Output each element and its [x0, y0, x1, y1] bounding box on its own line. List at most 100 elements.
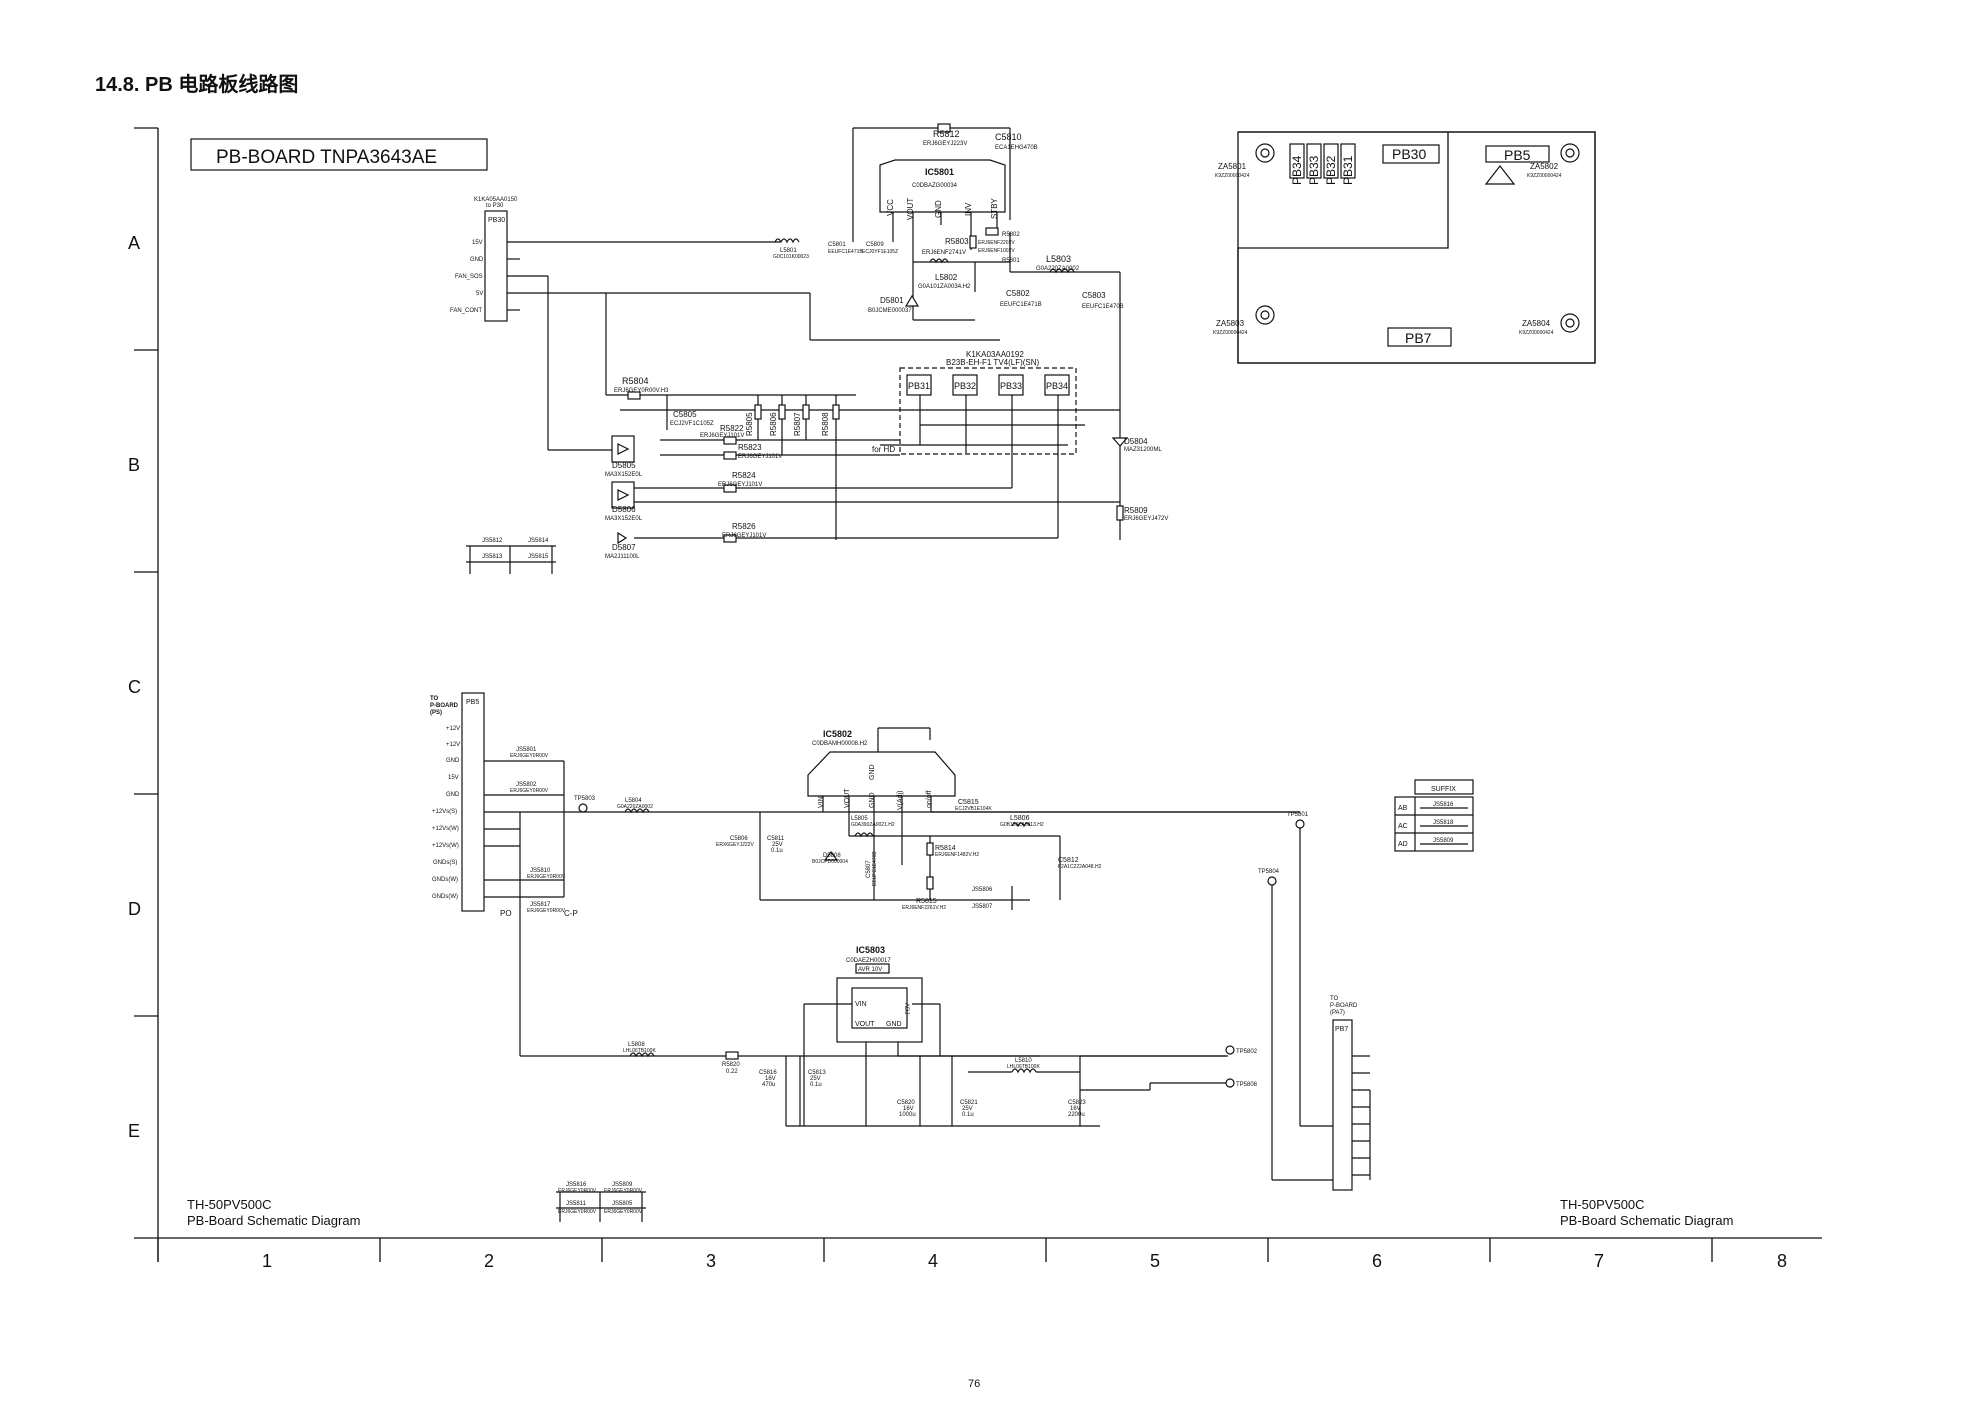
pb5-pin-9: GNDs(S)	[433, 860, 457, 866]
bv-pb30: PB30	[1392, 146, 1426, 162]
col-label-1: 1	[262, 1251, 272, 1271]
ic5803-part: C0DAEZH00017	[846, 958, 891, 964]
r5815-val: ERJ6ENF2261V.H2	[902, 905, 946, 911]
za5803-part: K9ZZ00000424	[1213, 330, 1248, 336]
c5806-ref: C5806	[730, 836, 748, 842]
bottom-parts: L5808 LHL06TB100K R5820 0.22 C5816 16V 4…	[623, 1042, 1226, 1127]
l5802-val: G0A101ZA0034.H2	[918, 284, 971, 290]
c5801-ref: C5801	[828, 242, 846, 248]
js5806-ref: JS5806	[972, 887, 993, 893]
ic5803-pin-vin: VIN	[855, 1001, 867, 1008]
c5823-ref: C5823	[1068, 1100, 1086, 1106]
r5802-val: ERJ6ENF2202V	[978, 240, 1015, 246]
hd-for-label: for HD	[872, 445, 895, 454]
c5816-ref: C5816	[759, 1070, 777, 1076]
board-view: ZA5801 K9ZZ00000424 ZA5802 K9ZZ00000424 …	[1213, 131, 1596, 364]
za5803-ref: ZA5803	[1216, 319, 1245, 328]
connector-pb5: TO P-BOARD (PS) PB5 +12V +12V GND 15V GN…	[430, 692, 1300, 1057]
l5808-val: LHL06TB100K	[623, 1048, 656, 1054]
l5806-val: G0B150ZA0013.H2	[1000, 822, 1044, 828]
ic5803-pin-adj: ADJ	[903, 1003, 909, 1014]
pb5-pin-7: +12Vs(W)	[432, 826, 459, 832]
col-label-6: 6	[1372, 1251, 1382, 1271]
pb5-po: PO	[500, 909, 512, 918]
pb5-pin-2: +12V	[446, 742, 460, 748]
l5804-val: G0A220ZA0002	[617, 804, 653, 810]
pb5-name: PB5	[466, 699, 479, 706]
pb5-to3: (PS)	[430, 710, 442, 716]
ic5801-ref: IC5801	[925, 167, 954, 177]
footer-right-caption: PB-Board Schematic Diagram	[1560, 1213, 1733, 1228]
row-labels: A B C D E	[128, 233, 141, 1141]
ic5802-ref: IC5802	[823, 729, 852, 739]
c5812-ref: C5812	[1058, 857, 1079, 864]
l5801-val: G0C101K00023	[773, 254, 809, 260]
js5801-val: ERJ6GEY0R00V	[510, 753, 549, 759]
r5824-ref: R5824	[732, 471, 756, 480]
d5806-val: MA3X152E0L	[605, 516, 643, 522]
row-label-e: E	[128, 1121, 140, 1141]
c5805-ref: C5805	[673, 410, 697, 419]
grid-frame	[134, 127, 1822, 1262]
hd-note: B23B-EH-F1 TV4(LF)(SN)	[946, 358, 1040, 367]
za5804-part: K9ZZ00000424	[1519, 330, 1554, 336]
d5808-val: B0JCPD000004	[812, 859, 848, 865]
bv-pb5: PB5	[1504, 147, 1531, 163]
warning-icon	[1484, 165, 1516, 185]
pb5-cp: C-P	[564, 909, 578, 918]
js5807-ref: JS5807	[972, 904, 993, 910]
js5817-val: ERJ6GEY0R00V	[527, 908, 566, 914]
footer-left-caption: PB-Board Schematic Diagram	[187, 1213, 360, 1228]
pb5-pin-10: GNDs(W)	[432, 877, 458, 883]
js5805-e-ref: JS5805	[612, 1201, 633, 1207]
c5823-v: 16V	[1070, 1106, 1081, 1112]
r5805-ref: R5805	[745, 412, 754, 436]
c5809-val: ECJ0YF1E105Z	[862, 249, 898, 255]
col-label-3: 3	[706, 1251, 716, 1271]
suffix-code-ab: AB	[1398, 805, 1408, 812]
ic5801: R5812 ERJ6GEYJ223V C5810 ECA1EHG470B IC5…	[773, 123, 1124, 440]
l5801-ref: L5801	[780, 248, 797, 254]
l5802-ref: L5802	[935, 273, 958, 282]
page-number: 76	[968, 1378, 980, 1390]
hd-pb34: PB34	[1046, 381, 1068, 391]
r5814-ref: R5814	[935, 845, 956, 852]
c5802-ref: C5802	[1006, 289, 1030, 298]
hd-pb33: PB33	[1000, 381, 1022, 391]
js5810-val: ERJ6GEY0R00V	[527, 874, 566, 880]
d5804-val: MAZ31200ML	[1124, 447, 1162, 453]
ic5802-pin-gnd2: GND	[869, 792, 876, 808]
pb30-pin-5: FAN_CONT	[450, 308, 482, 314]
c5811-ref: C5811	[767, 836, 785, 842]
hd-pb32: PB32	[954, 381, 976, 391]
r5803-val: ERJ6ENF2741V	[922, 250, 966, 256]
r5823-val: ERJ6GEYJ101V	[738, 454, 782, 460]
c5815-ref: C5815	[958, 799, 979, 806]
pb5-pin-8: +12Vs(W)	[432, 843, 459, 849]
ic5803-note: AVR 10V	[858, 967, 882, 973]
jumpers-e: JS5816 ERJ6GEY0R00V JS5809 ERJ6GEY0R00V …	[556, 1182, 646, 1222]
c5810-ref: C5810	[995, 132, 1022, 142]
suffix-title: SUFFIX	[1431, 786, 1456, 793]
connector-pb30: K1KA05AA0150 to P30 PB30 15V GND FAN_SOS…	[450, 197, 1000, 451]
c5813-v: 25V	[810, 1076, 821, 1082]
ic5802-part: C0DBAMH00008.H2	[812, 741, 868, 747]
col-label-5: 5	[1150, 1251, 1160, 1271]
bv-pb31: PB31	[1341, 155, 1355, 185]
js5814-ref: JS5814	[528, 538, 549, 544]
l5803-ref: L5803	[1046, 254, 1071, 264]
js5813-ref: JS5813	[482, 554, 503, 560]
js5811-e-val: ERJ6GEY0R00V	[558, 1209, 597, 1215]
suffix-code-ac: AC	[1398, 823, 1408, 830]
r5803-ref: R5803	[945, 237, 969, 246]
pb7-name: PB7	[1335, 1026, 1348, 1033]
r5824-val: ERJ6GEYJ101V	[718, 482, 762, 488]
pb30-part: K1KA05AA0150	[474, 197, 518, 203]
ic5803: IC5803 C0DAEZH00017 AVR 10V VIN VOUT GND…	[803, 945, 1040, 1126]
za5801-part: K9ZZ00000424	[1215, 173, 1250, 179]
jumpers-a: JS5812 JS5814 JS5813 JS5815	[466, 538, 556, 574]
pb30-pin-1: 15V	[472, 240, 483, 246]
d5806-ref: D5806	[612, 505, 636, 514]
r5809-val: ERJ6GEYJ472V	[1124, 516, 1168, 522]
suffix-part-ad: JS5809	[1433, 838, 1454, 844]
